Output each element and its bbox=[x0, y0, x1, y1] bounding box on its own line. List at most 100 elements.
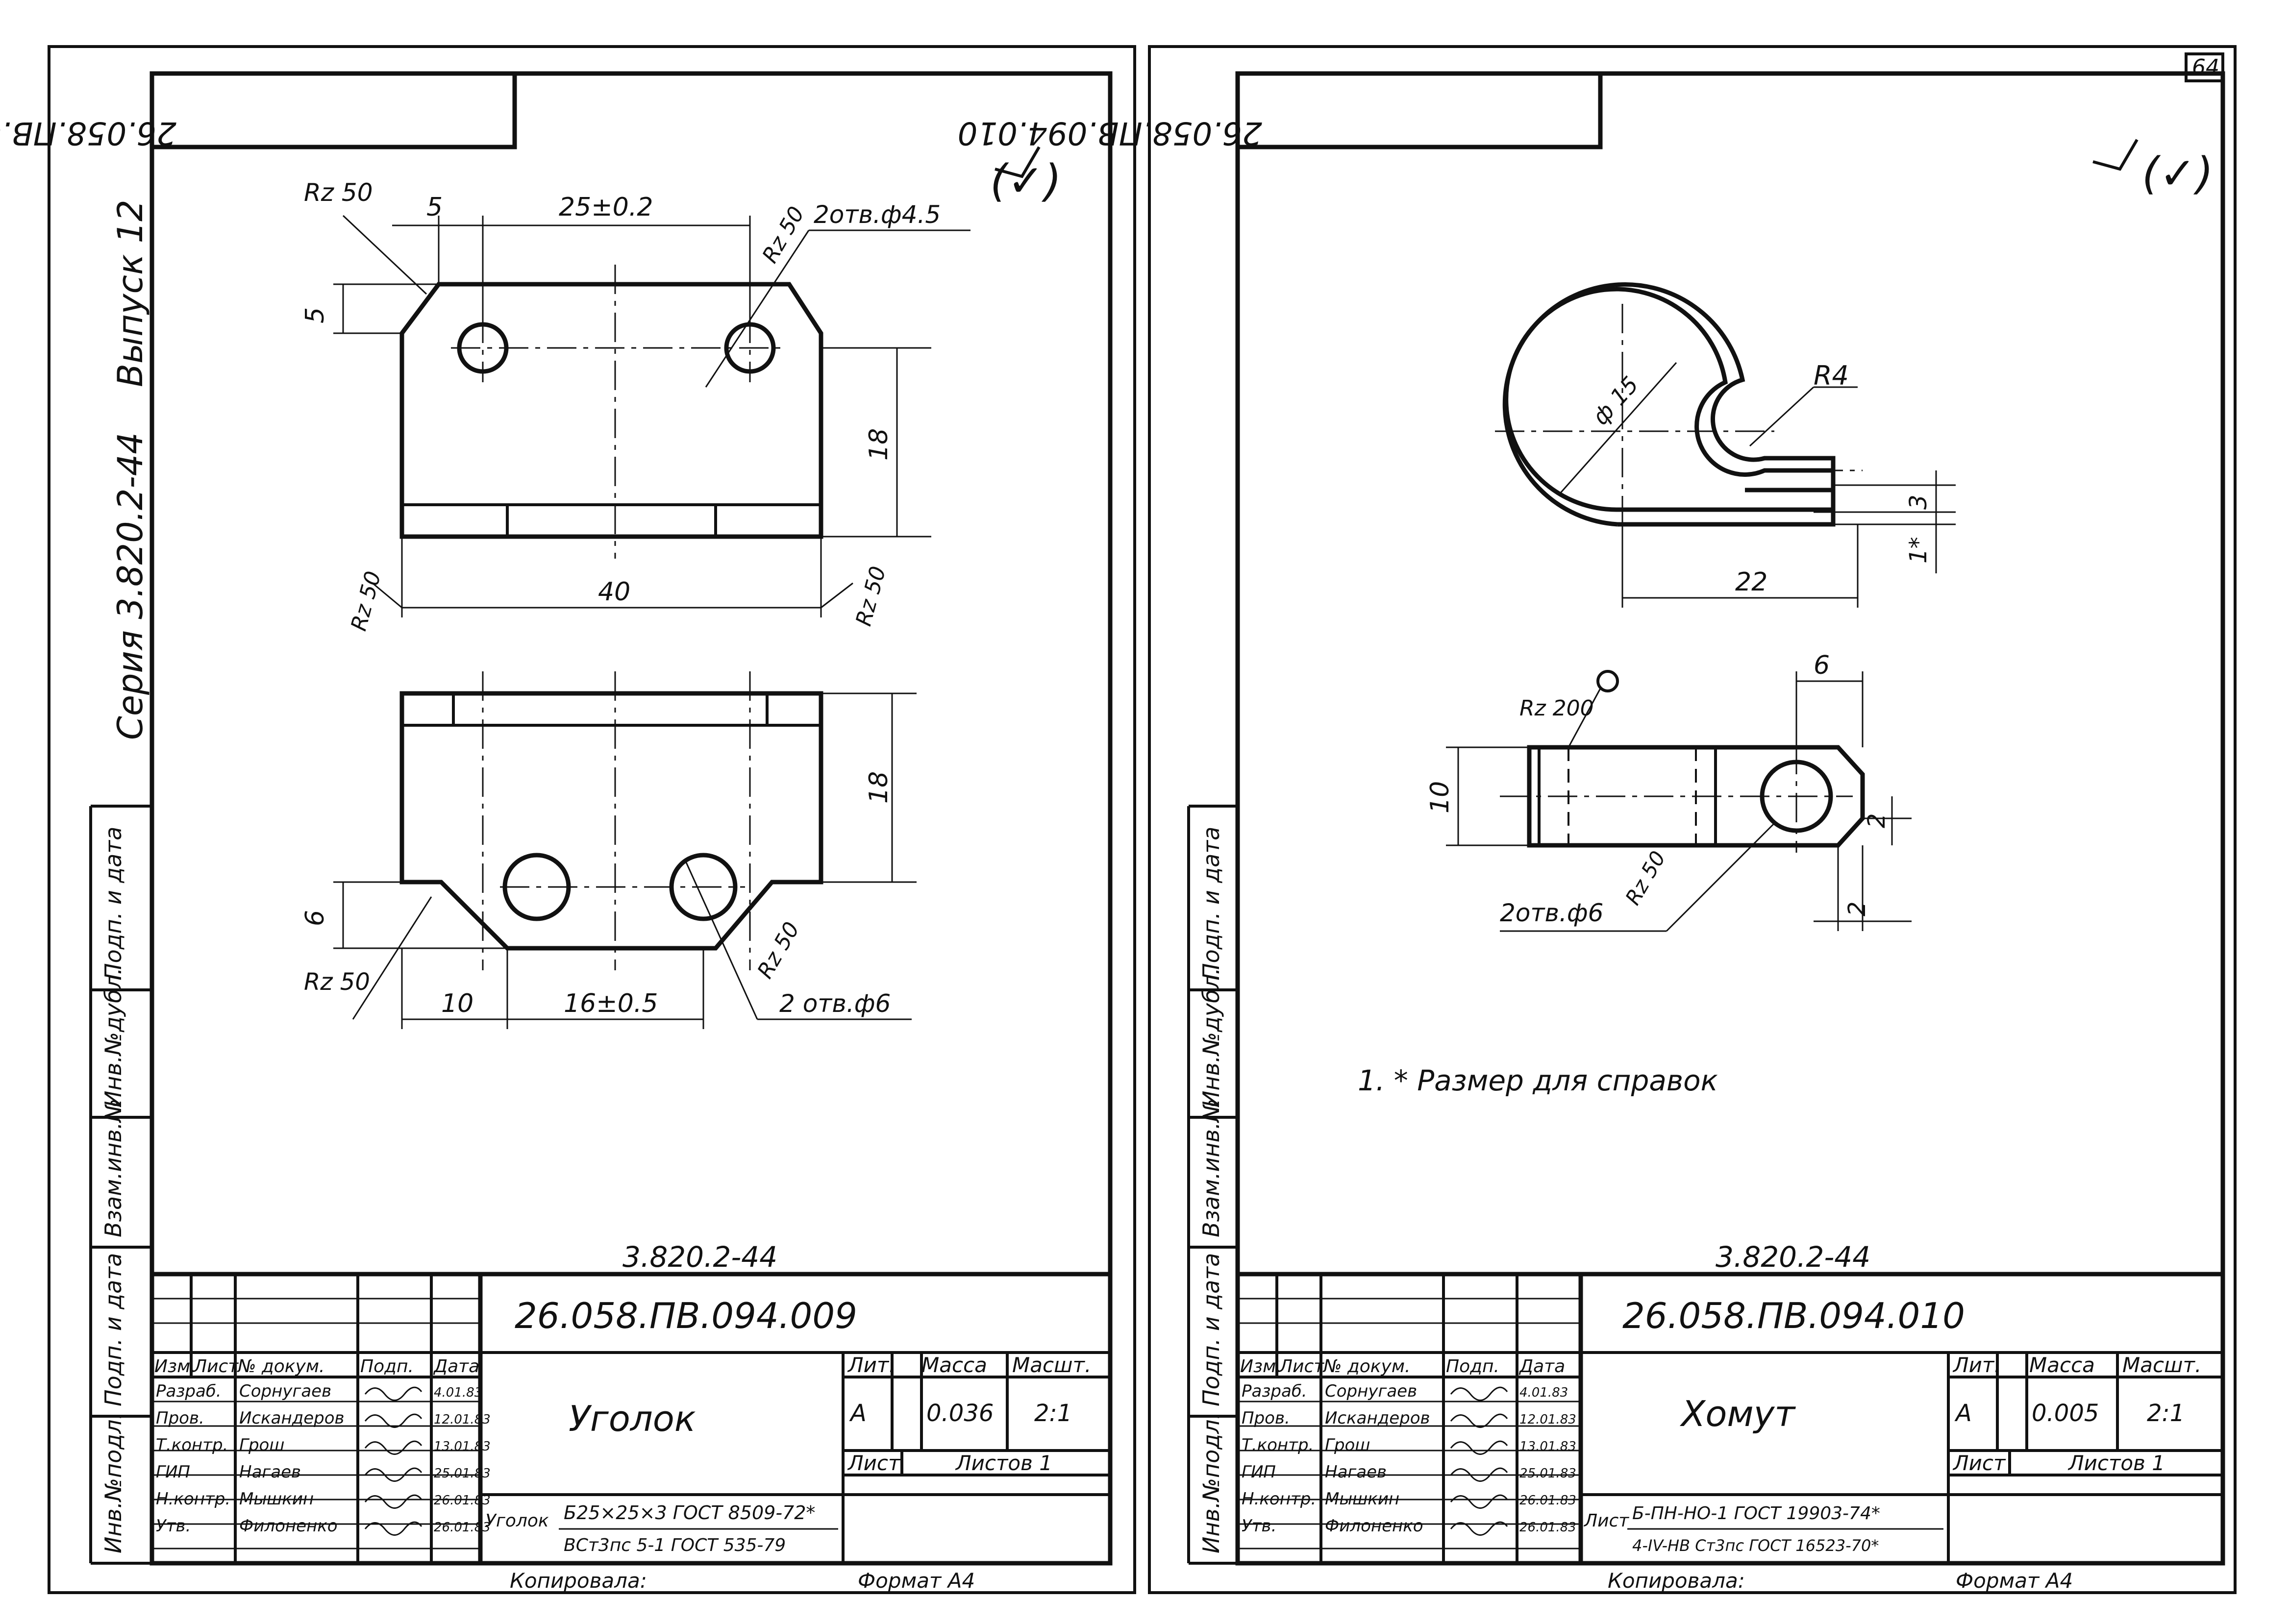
left-sig-name-1: Искандеров bbox=[239, 1408, 345, 1428]
right-signature-1 bbox=[1450, 1413, 1508, 1428]
left-signature-5 bbox=[364, 1521, 423, 1536]
left-sig-header-1: Лист bbox=[193, 1356, 239, 1377]
left-v2-dim-offset: 10 bbox=[441, 989, 473, 1018]
right-lit-value: А bbox=[1954, 1400, 1972, 1427]
right-sig-role-5: Утв. bbox=[1242, 1516, 1276, 1536]
left-sig-date-5: 26.01.83 bbox=[434, 1520, 491, 1535]
left-v1-holes-note: 2отв.ф4.5 bbox=[814, 200, 941, 229]
right-v1-dim-thk: 1* bbox=[1905, 537, 1932, 564]
right-sig-header-3: Подп. bbox=[1446, 1356, 1499, 1377]
left-sig-header-0: Изм. bbox=[154, 1356, 196, 1377]
left-lit-header: Лит. bbox=[847, 1353, 896, 1377]
right-signature-4 bbox=[1450, 1494, 1508, 1509]
left-sig-date-2: 13.01.83 bbox=[434, 1439, 491, 1454]
left-sig-header-3: Подп. bbox=[360, 1356, 414, 1377]
right-side-col-label-4: Подп. и дата bbox=[1198, 827, 1224, 980]
left-view2-outline bbox=[399, 671, 823, 970]
left-series-code: 3.820.2-44 bbox=[622, 1240, 777, 1274]
left-sig-name-3: Нагаев bbox=[239, 1462, 301, 1482]
left-sig-name-4: Мышкин bbox=[239, 1489, 314, 1509]
left-v1-dim-width: 40 bbox=[598, 577, 630, 607]
left-v2-dim-holes: 16±0.5 bbox=[564, 989, 658, 1018]
right-sig-header-0: Изм. bbox=[1240, 1356, 1282, 1377]
page-frames: 64 bbox=[48, 45, 2237, 1594]
right-roughness-check-icon bbox=[2092, 139, 2139, 171]
right-sig-role-0: Разраб. bbox=[1242, 1381, 1307, 1401]
right-sig-role-3: ГИП bbox=[1242, 1462, 1276, 1482]
left-material-line2: ВСт3пс 5-1 ГОСТ 535-79 bbox=[564, 1535, 786, 1555]
right-sig-header-1: Лист bbox=[1278, 1356, 1324, 1377]
right-side-col-label-2: Взам.инв.№ bbox=[1198, 1099, 1224, 1237]
right-material-line2: 4-IV-НВ Ст3пс ГОСТ 16523-70* bbox=[1632, 1536, 1879, 1555]
left-side-col-label-4: Подп. и дата bbox=[100, 827, 126, 980]
right-part-name: Хомут bbox=[1679, 1393, 1796, 1434]
right-sig-role-4: Н.контр. bbox=[1242, 1489, 1316, 1509]
left-sig-role-0: Разраб. bbox=[156, 1381, 222, 1401]
right-roughness-mark: (✓) bbox=[2142, 148, 2214, 199]
right-side-col-label-1: Подп. и дата bbox=[1198, 1253, 1224, 1406]
right-sig-role-2: Т.контр. bbox=[1242, 1435, 1314, 1455]
right-view1-dimensions bbox=[1558, 362, 1956, 608]
left-v2-dim-height: 18 bbox=[864, 771, 894, 804]
left-signature-0 bbox=[364, 1386, 423, 1401]
right-sig-date-1: 12.01.83 bbox=[1519, 1412, 1576, 1427]
right-sig-name-1: Искандеров bbox=[1325, 1408, 1430, 1428]
left-sheet-label: Лист bbox=[847, 1451, 901, 1475]
left-v1-dim-holes: 25±0.2 bbox=[559, 193, 653, 222]
left-mass-value: 0.036 bbox=[926, 1400, 994, 1427]
left-stamp-code: 26.058.ПВ.094.009 bbox=[0, 115, 176, 151]
left-side-col-label-0: Инв.№подл. bbox=[100, 1412, 126, 1553]
right-v1-dim-gap: 3 bbox=[1905, 494, 1932, 510]
right-scale-header: Масшт. bbox=[2122, 1353, 2201, 1377]
left-scale-header: Масшт. bbox=[1012, 1353, 1091, 1377]
left-material-line1: Б25×25×3 ГОСТ 8509-72* bbox=[564, 1502, 815, 1524]
right-v1-dim-length: 22 bbox=[1735, 567, 1767, 597]
left-title-code: 26.058.ПВ.094.009 bbox=[515, 1295, 857, 1336]
left-sig-role-1: Пров. bbox=[156, 1408, 204, 1428]
right-title-code: 26.058.ПВ.094.010 bbox=[1622, 1295, 1965, 1336]
right-v2-rz-top: Rz 200 bbox=[1519, 696, 1594, 721]
left-sig-header-2: № докум. bbox=[237, 1356, 324, 1377]
left-roughness-check-icon bbox=[995, 146, 1041, 178]
right-sig-role-1: Пров. bbox=[1242, 1408, 1290, 1428]
right-sig-date-5: 26.01.83 bbox=[1519, 1520, 1576, 1535]
right-v2-rz-hole: Rz 50 bbox=[1620, 847, 1670, 909]
left-v1-rz-hole: Rz 50 bbox=[757, 202, 809, 268]
left-sig-role-4: Н.контр. bbox=[156, 1489, 230, 1509]
right-sheet: 26.058.ПВ.094.010 (✓) ф 15 R4 3 bbox=[958, 71, 2223, 1593]
right-mass-header: Масса bbox=[2029, 1353, 2095, 1377]
right-sig-date-2: 13.01.83 bbox=[1519, 1439, 1576, 1454]
right-signature-2 bbox=[1450, 1440, 1508, 1455]
left-sig-date-1: 12.01.83 bbox=[434, 1412, 491, 1427]
left-sig-name-2: Грош bbox=[239, 1435, 284, 1455]
left-v2-dim-chamfer: 6 bbox=[300, 910, 330, 926]
right-material-name: Лист bbox=[1583, 1511, 1629, 1531]
page-number: 64 bbox=[2192, 55, 2219, 80]
right-v2-dim-chamfer-v: 2 bbox=[1863, 813, 1891, 828]
left-scale-value: 2:1 bbox=[1034, 1400, 1072, 1427]
right-series-code: 3.820.2-44 bbox=[1716, 1240, 1870, 1274]
left-copied-label: Копировала: bbox=[510, 1569, 647, 1593]
left-sig-date-4: 26.01.83 bbox=[434, 1493, 491, 1508]
left-v1-rz-bottom-right: Rz 50 bbox=[851, 564, 891, 629]
right-mass-value: 0.005 bbox=[2032, 1400, 2099, 1427]
right-note: 1. * Размер для справок bbox=[1358, 1064, 1718, 1097]
left-v1-rz-bottom-left: Rz 50 bbox=[346, 568, 386, 634]
left-format-label: Формат А4 bbox=[858, 1569, 975, 1593]
left-view2-dimensions bbox=[333, 692, 917, 1029]
left-sheet: 26.058.ПВ.094.009 (✓) Серия 3.820.2-44 В… bbox=[0, 71, 1110, 1593]
left-signature-3 bbox=[364, 1467, 423, 1482]
right-material-line1: Б-ПН-НО-1 ГОСТ 19903-74* bbox=[1632, 1503, 1880, 1524]
left-sig-name-0: Сорнугаев bbox=[239, 1381, 331, 1401]
left-sig-role-5: Утв. bbox=[156, 1516, 191, 1536]
right-sheet-label: Лист bbox=[1952, 1451, 2006, 1475]
right-sig-date-0: 4.01.83 bbox=[1519, 1385, 1568, 1400]
right-signature-3 bbox=[1450, 1467, 1508, 1482]
right-sig-header-2: № докум. bbox=[1322, 1356, 1410, 1377]
left-v1-dim-height: 18 bbox=[864, 428, 894, 461]
left-v1-dim-chamfer-h: 5 bbox=[426, 193, 443, 222]
right-v2-dim-width: 10 bbox=[1425, 781, 1455, 813]
left-sig-date-0: 4.01.83 bbox=[434, 1385, 482, 1400]
